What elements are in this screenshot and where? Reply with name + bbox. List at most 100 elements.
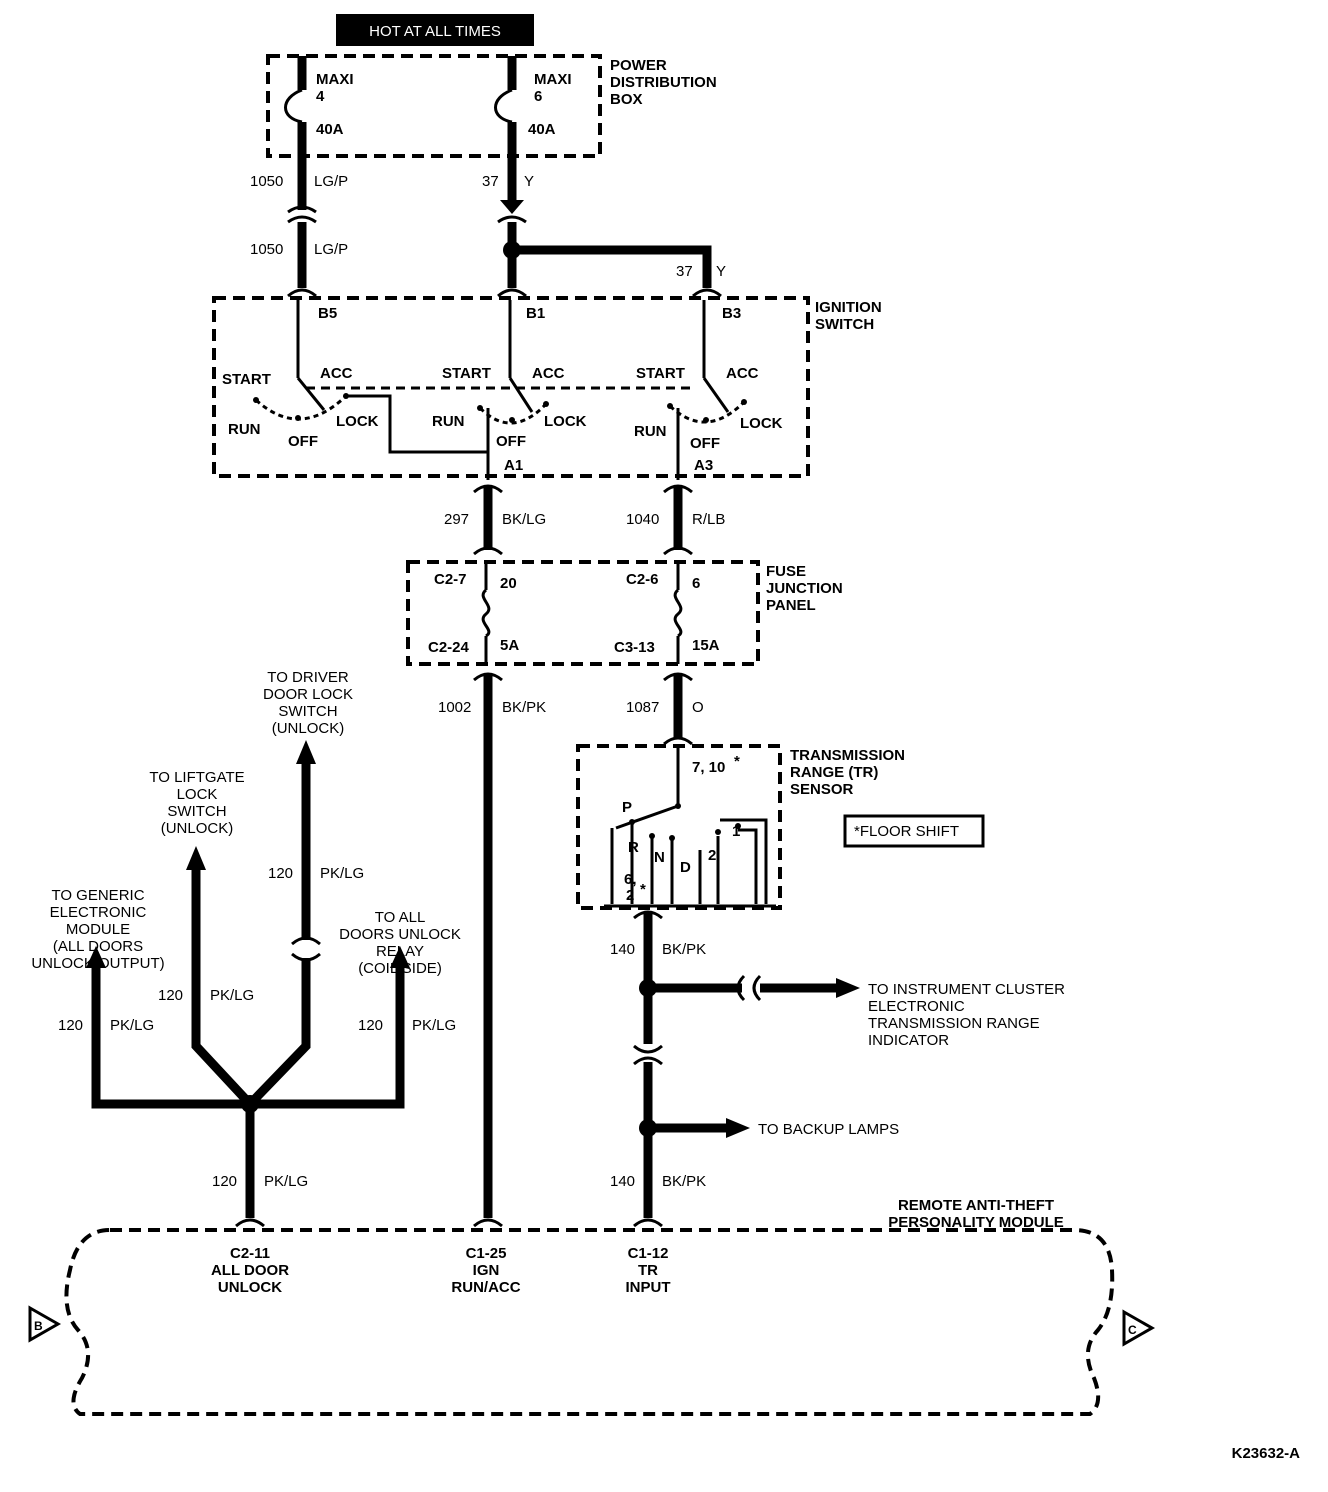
svg-text:SWITCH: SWITCH [167,803,226,820]
svg-text:SWITCH: SWITCH [278,703,337,720]
svg-text:IGNITION: IGNITION [815,299,882,316]
svg-text:BK/LG: BK/LG [502,511,546,528]
svg-text:IGN: IGN [473,1262,500,1279]
svg-text:C2-6: C2-6 [626,571,659,588]
svg-text:RUN: RUN [634,423,667,440]
wire-120-tree: 120 PK/LG 120 PK/LG 120 PK/LG 120 PK/LG … [58,740,456,1218]
svg-text:6: 6 [534,88,542,105]
svg-text:120: 120 [158,987,183,1004]
svg-text:ELECTRONIC: ELECTRONIC [50,904,147,921]
svg-text:C1-12: C1-12 [628,1245,669,1262]
svg-text:2: 2 [708,847,716,864]
svg-text:INDICATOR: INDICATOR [868,1032,949,1049]
svg-text:Y: Y [716,263,726,280]
svg-text:120: 120 [58,1017,83,1034]
svg-text:TRANSMISSION: TRANSMISSION [790,747,905,764]
ignition-section-b5: B5 START ACC RUN OFF LOCK [222,300,488,454]
all-doors-relay-destination: TO ALL DOORS UNLOCK RELAY (COIL SIDE) [339,909,461,977]
svg-text:C3-13: C3-13 [614,639,655,656]
wire-140-upper: 140 BK/PK [610,910,860,1044]
maxi-fuse-4: MAXI 4 40A [284,56,354,156]
ignition-title: IGNITION SWITCH [815,299,882,333]
svg-text:R: R [628,839,639,856]
svg-text:6: 6 [692,575,700,592]
floor-shift-note: *FLOOR SHIFT [854,823,959,840]
fuse-20: C2-7 20 C2-24 5A [428,562,519,664]
fuse-6: C2-6 6 C3-13 15A [614,562,720,664]
svg-text:20: 20 [500,575,517,592]
svg-text:DOORS UNLOCK: DOORS UNLOCK [339,926,461,943]
svg-text:REMOTE ANTI-THEFT: REMOTE ANTI-THEFT [898,1197,1054,1214]
svg-text:PK/LG: PK/LG [210,987,254,1004]
svg-text:O: O [692,699,704,716]
generic-module-destination: TO GENERIC ELECTRONIC MODULE (ALL DOORS … [31,887,164,972]
svg-text:A3: A3 [694,457,713,474]
svg-text:INPUT: INPUT [626,1279,671,1296]
cluster-destination: TO INSTRUMENT CLUSTER ELECTRONIC TRANSMI… [868,981,1065,1049]
ignition-section-b3: B3 START ACC RUN OFF LOCK A3 [634,300,783,480]
wire-1087: 1087 O [626,672,704,746]
wire-37-branch: 37 Y [503,222,726,288]
wire-1040: 1040 R/LB [626,484,725,556]
svg-text:120: 120 [212,1173,237,1190]
svg-text:40A: 40A [528,121,556,138]
svg-text:5A: 5A [500,637,519,654]
ignition-section-b1: B1 START ACC RUN OFF LOCK A1 [432,300,587,480]
svg-text:TO DRIVER: TO DRIVER [267,669,349,686]
svg-text:6,: 6, [624,871,637,888]
tr-sensor-title: TRANSMISSION RANGE (TR) SENSOR [790,747,905,798]
hot-label-box [336,14,534,46]
svg-text:PANEL: PANEL [766,597,816,614]
svg-text:C1-25: C1-25 [466,1245,507,1262]
hot-label: HOT AT ALL TIMES [369,23,501,40]
fjp-title: FUSE JUNCTION PANEL [766,563,843,614]
svg-text:4: 4 [316,88,325,105]
svg-text:120: 120 [358,1017,383,1034]
svg-text:TO GENERIC: TO GENERIC [51,887,144,904]
svg-text:C: C [1128,1323,1137,1337]
svg-text:(COIL SIDE): (COIL SIDE) [358,960,442,977]
svg-text:UNLOCK OUTPUT): UNLOCK OUTPUT) [31,955,164,972]
svg-text:OFF: OFF [690,435,720,452]
module-title: REMOTE ANTI-THEFT PERSONALITY MODULE [888,1197,1064,1231]
svg-text:37: 37 [482,173,499,190]
svg-text:C2-11: C2-11 [230,1245,270,1262]
svg-text:LOCK: LOCK [336,413,379,430]
wire-297: 297 BK/LG [444,484,546,556]
svg-text:1087: 1087 [626,699,659,716]
svg-text:D: D [680,859,691,876]
svg-text:1050: 1050 [250,241,283,258]
svg-text:B: B [34,1319,43,1333]
svg-text:PK/LG: PK/LG [110,1017,154,1034]
svg-text:ACC: ACC [532,365,565,382]
svg-text:OFF: OFF [288,433,318,450]
svg-text:TRANSMISSION RANGE: TRANSMISSION RANGE [868,1015,1040,1032]
driver-door-destination: TO DRIVER DOOR LOCK SWITCH (UNLOCK) [263,669,353,737]
svg-text:(UNLOCK): (UNLOCK) [161,820,234,837]
svg-text:C2-24: C2-24 [428,639,470,656]
svg-text:PK/LG: PK/LG [264,1173,308,1190]
svg-text:POWER: POWER [610,57,667,74]
fuse-junction-panel-box [406,560,760,666]
svg-text:BK/PK: BK/PK [662,1173,706,1190]
svg-text:N: N [654,849,665,866]
reference-marker-b: B [28,1305,62,1343]
wire-1050-upper: 1050 LG/P [250,156,348,224]
svg-text:MAXI: MAXI [316,71,354,88]
svg-text:1002: 1002 [438,699,471,716]
svg-text:LOCK: LOCK [740,415,783,432]
svg-text:B3: B3 [722,305,741,322]
svg-text:297: 297 [444,511,469,528]
svg-text:BK/PK: BK/PK [502,699,546,716]
wire-1002: 1002 BK/PK [438,672,546,1218]
svg-text:LG/P: LG/P [314,173,348,190]
svg-text:*: * [734,753,740,770]
svg-text:DISTRIBUTION: DISTRIBUTION [610,74,717,91]
module-pin-c2-11: C2-11 ALL DOOR UNLOCK [211,1245,289,1296]
pdb-title: POWER DISTRIBUTION BOX [610,57,717,108]
svg-text:40A: 40A [316,121,344,138]
svg-text:START: START [636,365,685,382]
svg-text:Y: Y [524,173,534,190]
svg-text:B1: B1 [526,305,545,322]
svg-text:15A: 15A [692,637,720,654]
